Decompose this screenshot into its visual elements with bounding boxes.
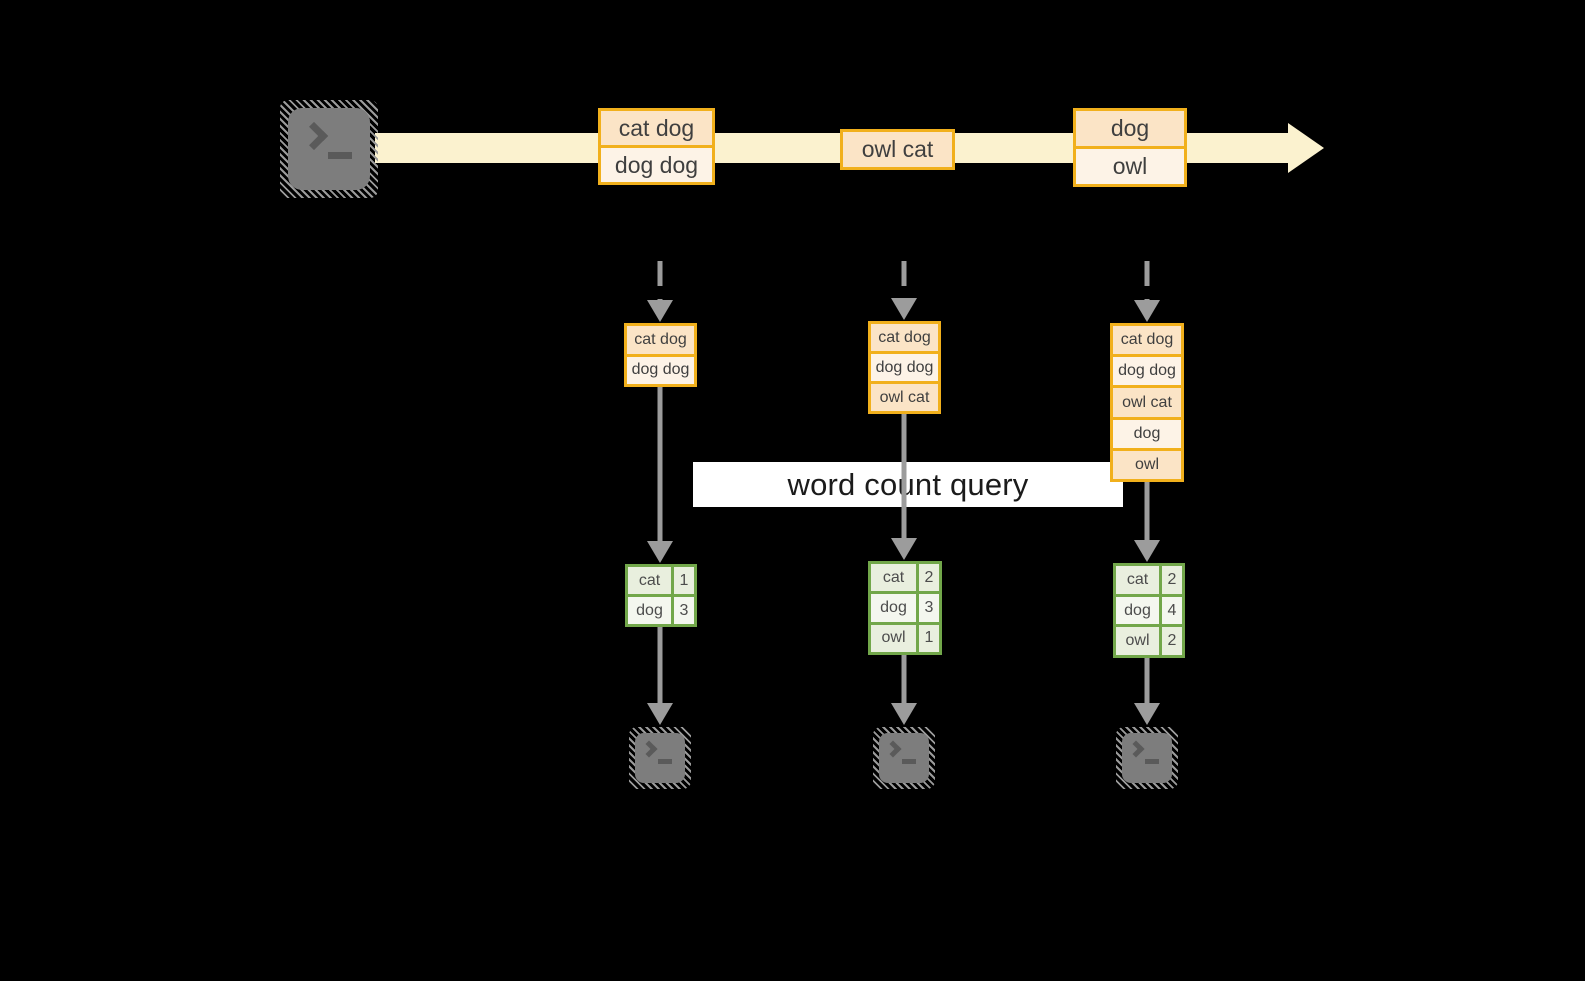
state-line: dog dog bbox=[871, 354, 938, 381]
state-line: cat dog bbox=[1113, 326, 1181, 355]
terminal-cursor-icon bbox=[902, 759, 916, 764]
stream-event-line: owl bbox=[1076, 149, 1184, 184]
count-row: dog 3 bbox=[628, 597, 694, 624]
terminal-prompt-icon bbox=[1127, 740, 1145, 758]
source-terminal-icon bbox=[280, 100, 378, 198]
count-cell: 3 bbox=[674, 597, 694, 624]
word-cell: dog bbox=[628, 597, 671, 624]
state-line: cat dog bbox=[627, 326, 694, 354]
word-cell: dog bbox=[1116, 596, 1159, 625]
word-cell: owl bbox=[871, 624, 916, 652]
count-row: cat 2 bbox=[871, 564, 939, 592]
state-box-1: cat dog dog dog bbox=[624, 323, 697, 387]
count-cell: 1 bbox=[674, 567, 694, 594]
terminal-cursor-icon bbox=[328, 152, 352, 159]
stream-event-box-1: cat dog dog dog bbox=[598, 108, 715, 185]
sink-terminal-icon-3 bbox=[1116, 727, 1178, 789]
count-row: dog 4 bbox=[1116, 596, 1182, 625]
query-arrow-2 bbox=[891, 414, 917, 560]
state-line: dog dog bbox=[627, 356, 694, 384]
query-label: word count query bbox=[693, 462, 1123, 507]
stream-event-line: owl cat bbox=[843, 132, 952, 167]
stream-timeline-arrowhead-icon bbox=[1288, 123, 1324, 173]
count-cell: 2 bbox=[1162, 627, 1182, 656]
ingest-arrow-1 bbox=[647, 261, 673, 322]
stream-event-box-3: dog owl bbox=[1073, 108, 1187, 187]
count-cell: 3 bbox=[919, 594, 939, 622]
count-cell: 2 bbox=[1162, 566, 1182, 594]
state-line: owl cat bbox=[871, 384, 938, 411]
count-cell: 2 bbox=[919, 564, 939, 592]
count-table-2: cat 2 dog 3 owl 1 bbox=[868, 561, 942, 655]
count-row: owl 2 bbox=[1116, 627, 1182, 656]
terminal-screen bbox=[1122, 733, 1172, 783]
word-cell: cat bbox=[1116, 566, 1159, 594]
ingest-arrow-3 bbox=[1134, 261, 1160, 322]
terminal-prompt-icon bbox=[640, 740, 658, 758]
sink-terminal-icon-1 bbox=[629, 727, 691, 789]
count-cell: 1 bbox=[919, 624, 939, 652]
query-arrow-3 bbox=[1134, 482, 1160, 562]
sink-terminal-icon-2 bbox=[873, 727, 935, 789]
ingest-arrow-2 bbox=[891, 261, 917, 320]
state-box-3: cat dog dog dog owl cat dog owl bbox=[1110, 323, 1184, 482]
count-row: cat 2 bbox=[1116, 566, 1182, 594]
state-line: dog dog bbox=[1113, 357, 1181, 386]
output-arrow-2 bbox=[891, 654, 917, 725]
stream-event-box-2: owl cat bbox=[840, 129, 955, 170]
stream-event-line: dog bbox=[1076, 111, 1184, 146]
terminal-screen bbox=[288, 108, 370, 190]
output-arrow-3 bbox=[1134, 657, 1160, 725]
state-box-2: cat dog dog dog owl cat bbox=[868, 321, 941, 414]
state-line: owl bbox=[1113, 450, 1181, 480]
count-row: dog 3 bbox=[871, 594, 939, 622]
output-arrow-1 bbox=[647, 626, 673, 725]
stream-event-line: dog dog bbox=[601, 148, 712, 182]
word-cell: cat bbox=[628, 567, 671, 594]
word-cell: owl bbox=[1116, 627, 1159, 656]
state-line: dog bbox=[1113, 419, 1181, 448]
count-table-3: cat 2 dog 4 owl 2 bbox=[1113, 563, 1185, 658]
word-cell: dog bbox=[871, 594, 916, 622]
count-row: owl 1 bbox=[871, 624, 939, 652]
count-cell: 4 bbox=[1162, 596, 1182, 625]
state-line: owl cat bbox=[1113, 388, 1181, 417]
terminal-cursor-icon bbox=[1145, 759, 1159, 764]
terminal-cursor-icon bbox=[658, 759, 672, 764]
query-arrow-1 bbox=[647, 387, 673, 563]
count-row: cat 1 bbox=[628, 567, 694, 594]
terminal-prompt-icon bbox=[884, 740, 902, 758]
state-line: cat dog bbox=[871, 324, 938, 351]
word-cell: cat bbox=[871, 564, 916, 592]
terminal-prompt-icon bbox=[299, 121, 329, 151]
terminal-screen bbox=[879, 733, 929, 783]
terminal-screen bbox=[635, 733, 685, 783]
count-table-1: cat 1 dog 3 bbox=[625, 564, 697, 627]
stream-event-line: cat dog bbox=[601, 111, 712, 145]
